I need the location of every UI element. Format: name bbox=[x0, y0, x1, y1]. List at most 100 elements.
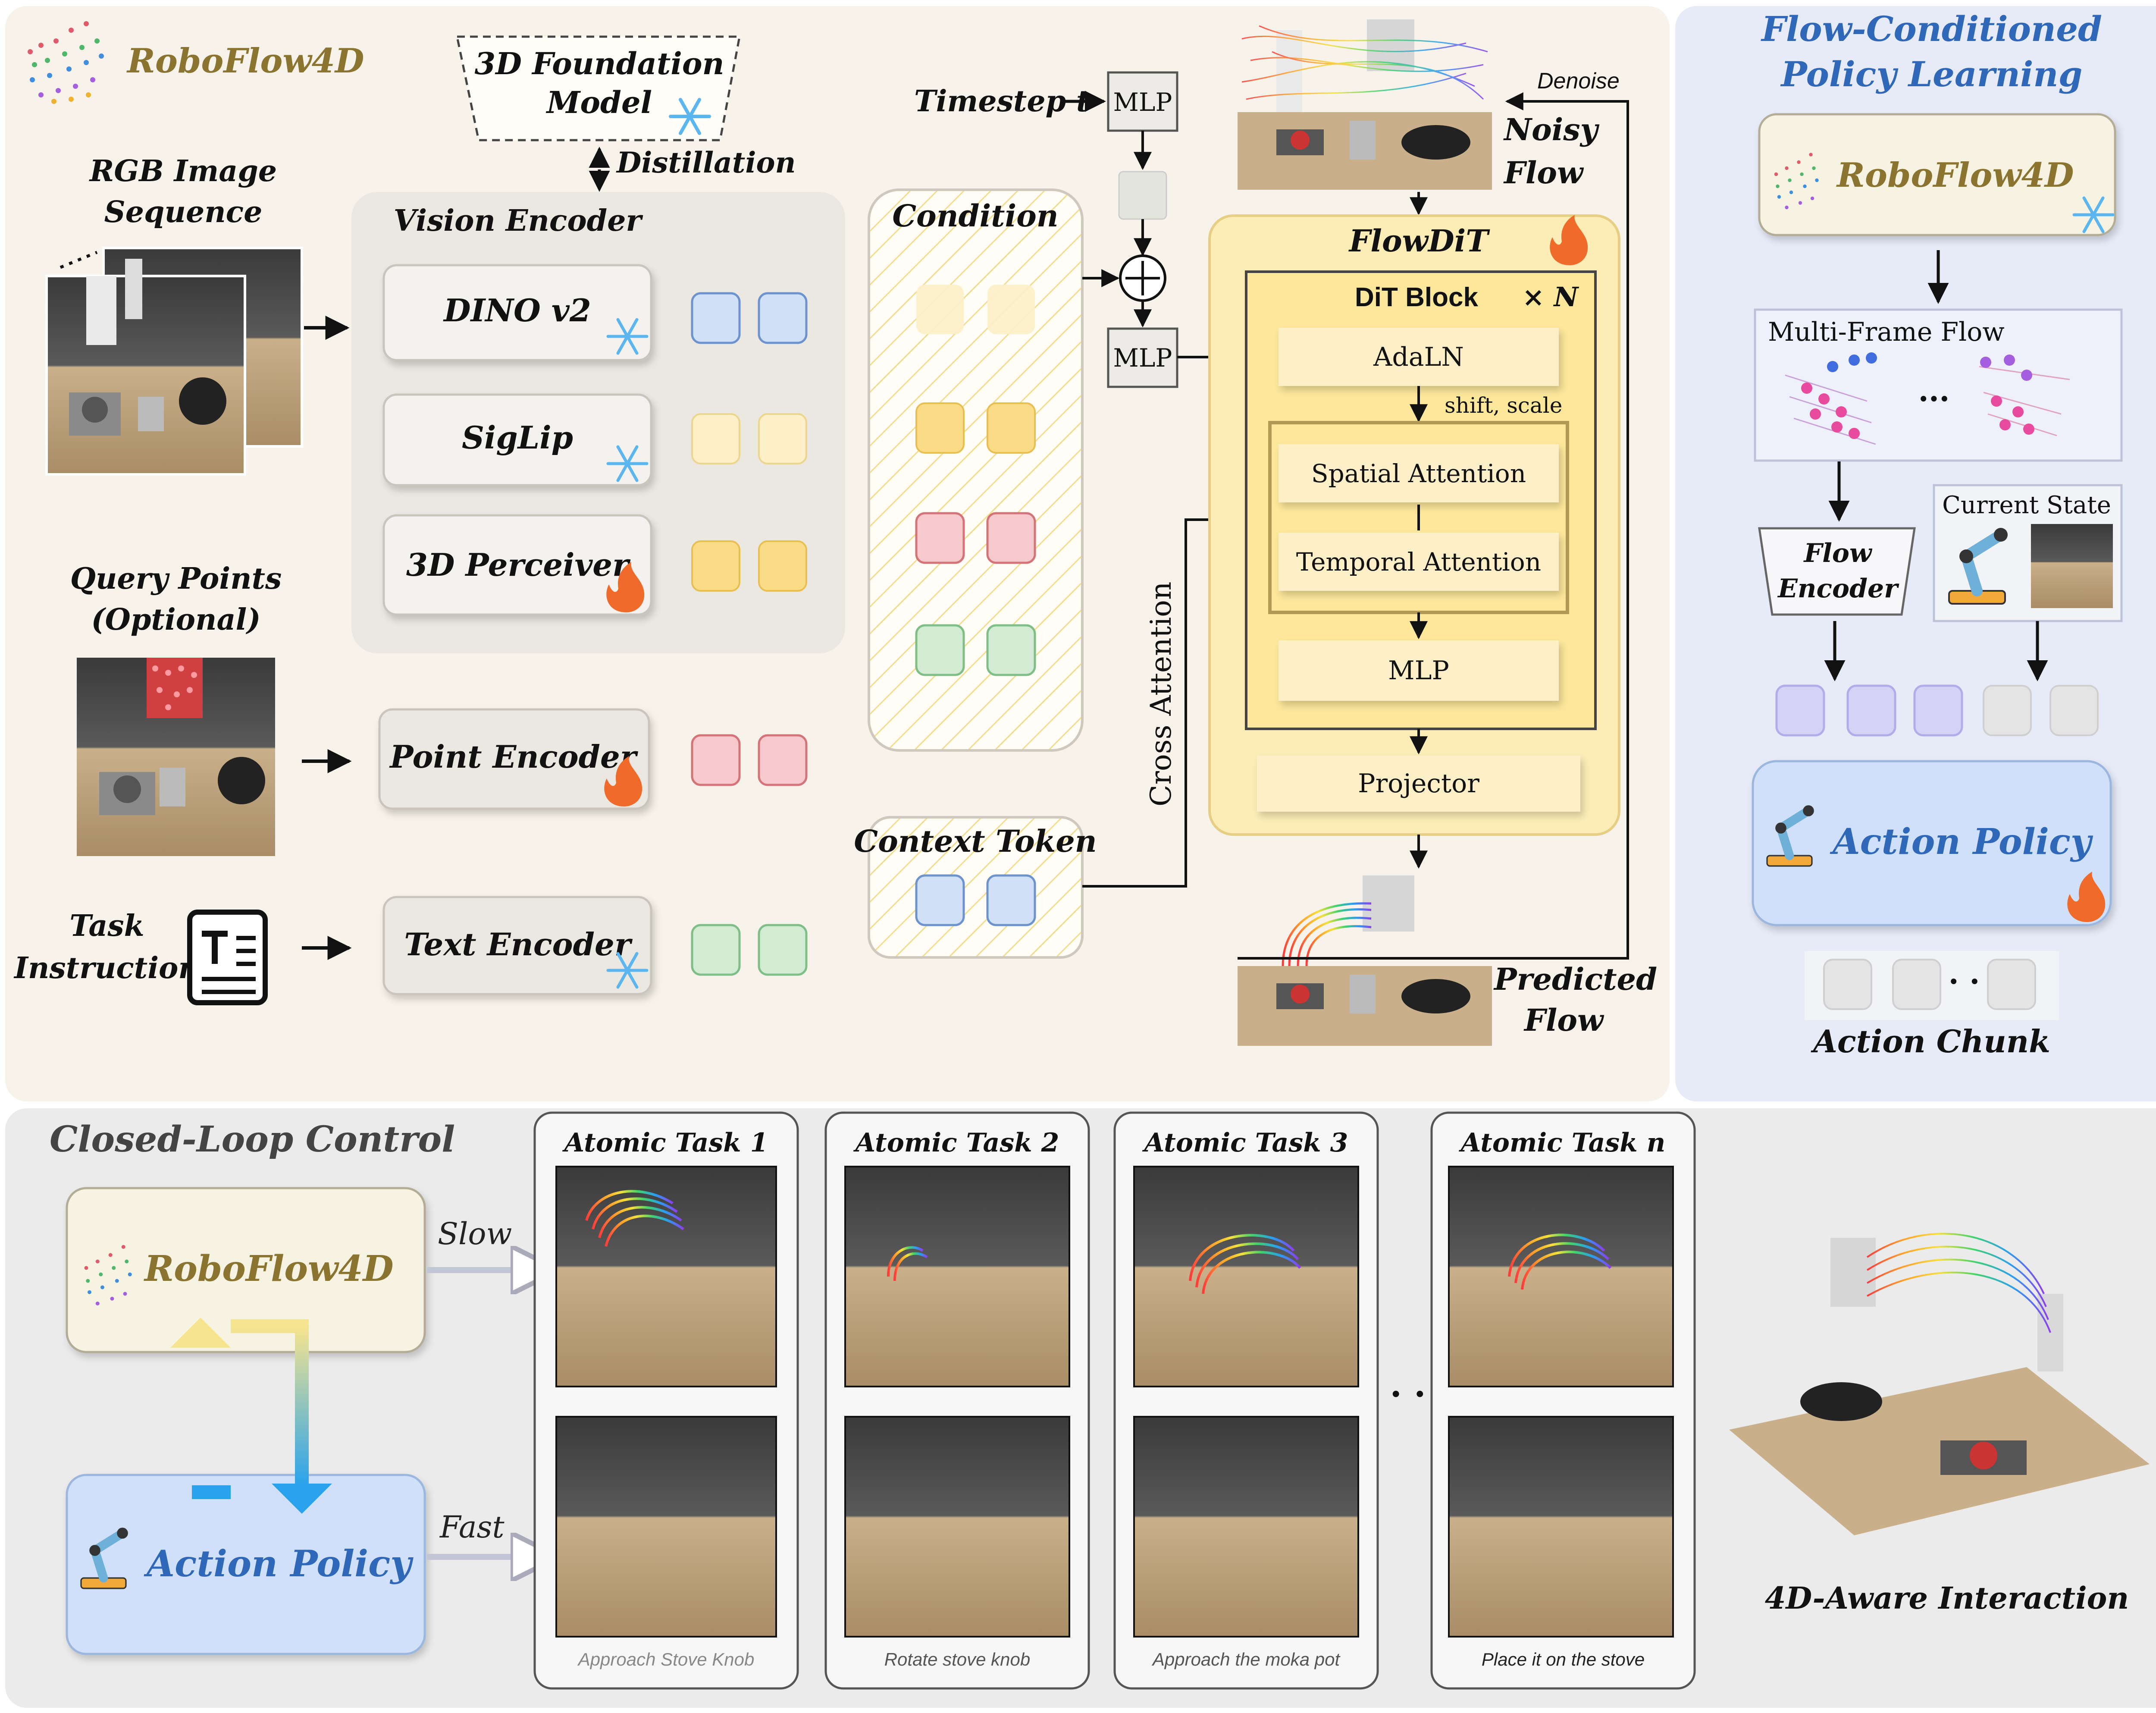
condition-tokens bbox=[915, 285, 1036, 676]
query-label-line2: (Optional) bbox=[91, 602, 260, 637]
spatial-attention-label: Spatial Attention bbox=[1311, 459, 1526, 488]
action-chunk-tokens bbox=[1823, 959, 2036, 1010]
point-tokens bbox=[691, 734, 808, 786]
policy-panel-title-line1: Flow-Conditioned bbox=[1761, 9, 2102, 49]
dit-mlp-box bbox=[1279, 640, 1559, 701]
roboflow4d-logo-icon bbox=[1774, 153, 1819, 210]
task-label-line2: Instruction bbox=[13, 951, 200, 985]
noisy-flow-line2: Flow bbox=[1503, 155, 1584, 191]
predicted-flow-line2: Flow bbox=[1523, 1002, 1604, 1038]
temporal-attention-box bbox=[1279, 533, 1559, 591]
timestep-label: Timestep t bbox=[914, 84, 1090, 119]
atomic-task-title-3: Atomic Task 3 bbox=[1142, 1128, 1348, 1158]
frozen-snowflake-icon bbox=[606, 318, 649, 355]
current-state-image bbox=[2031, 524, 2113, 608]
condition-group bbox=[868, 188, 1084, 752]
atomic-task-1-slow-frame bbox=[555, 1166, 777, 1387]
noisy-flow-line1: Noisy bbox=[1503, 112, 1600, 147]
foundation-model-line2: Model bbox=[546, 85, 652, 120]
policy-input-tokens bbox=[1775, 684, 2099, 737]
atomic-task-caption-n: Place it on the stove bbox=[1482, 1649, 1645, 1669]
policy-roboflow-label: RoboFlow4D bbox=[1836, 156, 2074, 195]
atomic-task-n-fast-frame bbox=[1448, 1416, 1674, 1638]
rgb-image-sequence bbox=[45, 247, 303, 476]
dino-tokens bbox=[691, 292, 808, 344]
policy-action-policy-label: Action Policy bbox=[1830, 821, 2093, 863]
text-tokens bbox=[691, 924, 808, 976]
dit-block-repeat: × N bbox=[1522, 281, 1579, 313]
robot-arm-icon bbox=[1766, 805, 1814, 867]
atomic-task-card-1: Atomic Task 1 Approach Stove Knob bbox=[533, 1111, 799, 1690]
policy-panel-title-line2: Policy Learning bbox=[1780, 54, 2083, 94]
adaln-box bbox=[1279, 328, 1559, 386]
predicted-flow-image bbox=[1238, 875, 1492, 1046]
robot-arm-icon bbox=[1948, 528, 2008, 605]
4d-aware-interaction-render bbox=[1729, 1233, 2150, 1535]
predicted-flow-line1: Predicted bbox=[1493, 961, 1657, 997]
siglip-module: SigLip bbox=[382, 393, 652, 486]
action-chunk-dots: · · bbox=[1948, 963, 1980, 999]
shift-scale-label: shift, scale bbox=[1445, 393, 1562, 418]
flow-encoder-box bbox=[1758, 527, 1916, 616]
trainable-flame-icon bbox=[606, 562, 645, 612]
multi-frame-flow-points-right bbox=[1979, 355, 2070, 436]
atomic-task-3-fast-frame bbox=[1133, 1416, 1359, 1638]
3d-perceiver-module: 3D Perceiver bbox=[382, 514, 652, 616]
temporal-attention-label: Temporal Attention bbox=[1296, 547, 1541, 577]
multi-frame-flow-label: Multi-Frame Flow bbox=[1768, 317, 2005, 347]
query-points-image bbox=[77, 658, 275, 856]
atomic-task-card-3: Atomic Task 3 Approach the moka pot bbox=[1113, 1111, 1379, 1690]
noisy-flow-image bbox=[1238, 19, 1492, 190]
rgb-label-line1: RGB Image bbox=[89, 154, 277, 188]
atomic-task-between-dots: · · bbox=[1390, 1374, 1426, 1414]
roboflow4d-logo-icon bbox=[28, 21, 104, 104]
siglip-label: SigLip bbox=[462, 419, 573, 456]
fast-label: Fast bbox=[439, 1509, 505, 1545]
perceiver-tokens bbox=[691, 540, 807, 592]
rgb-label-line2: Sequence bbox=[104, 195, 263, 229]
frozen-snowflake-icon bbox=[669, 98, 711, 135]
task-label-line1: Task bbox=[69, 909, 144, 943]
policy-action-policy-box bbox=[1752, 760, 2112, 926]
atomic-task-3-slow-frame bbox=[1133, 1166, 1359, 1387]
foundation-model-line1: 3D Foundation bbox=[475, 46, 724, 82]
denoise-loop-path bbox=[1492, 92, 1629, 960]
robot-arm-icon bbox=[80, 1528, 128, 1589]
add-operator-cross bbox=[1125, 261, 1160, 295]
timestep-mlp-label: MLP bbox=[1113, 88, 1172, 117]
loop-arrow-down-head bbox=[272, 1484, 332, 1514]
rgb-sequence-dots bbox=[60, 251, 98, 269]
vision-encoder-title: Vision Encoder bbox=[394, 204, 643, 238]
slow-label: Slow bbox=[438, 1216, 512, 1252]
atomic-task-title-n: Atomic Task n bbox=[1459, 1128, 1666, 1158]
closed-loop-title: Closed-Loop Control bbox=[50, 1119, 455, 1160]
point-encoder-module: Point Encoder bbox=[378, 708, 650, 810]
context-token-title: Context Token bbox=[854, 823, 1097, 859]
text-document-icon bbox=[187, 910, 268, 1005]
projector-label: Projector bbox=[1358, 769, 1479, 799]
atomic-task-2-slow-frame bbox=[844, 1166, 1070, 1387]
closed-loop-action-policy-box bbox=[66, 1474, 426, 1655]
closed-loop-action-policy-label: Action Policy bbox=[144, 1542, 414, 1585]
frozen-snowflake-icon bbox=[2072, 196, 2115, 233]
atomic-task-caption-3: Approach the moka pot bbox=[1151, 1649, 1341, 1669]
dit-block-title: DiT Block bbox=[1355, 282, 1478, 312]
atomic-task-title-1: Atomic Task 1 bbox=[562, 1128, 768, 1158]
4d-aware-interaction-label: 4D-Aware Interaction bbox=[1765, 1580, 2129, 1616]
atomic-task-card-n: Atomic Task n Place it on the stove bbox=[1430, 1111, 1696, 1690]
roboflow4d-logo-icon bbox=[84, 1245, 132, 1305]
timestep-embedding bbox=[1118, 171, 1167, 220]
text-encoder-label: Text Encoder bbox=[404, 926, 633, 963]
point-encoder-label: Point Encoder bbox=[389, 738, 638, 775]
condition-title: Condition bbox=[892, 198, 1058, 234]
fusion-mlp-label: MLP bbox=[1113, 343, 1172, 373]
atomic-task-2-fast-frame bbox=[844, 1416, 1070, 1638]
closed-loop-roboflow-label: RoboFlow4D bbox=[144, 1248, 394, 1289]
multi-frame-ellipsis: ... bbox=[1918, 373, 1949, 408]
action-chunk-label: Action Chunk bbox=[1811, 1023, 2050, 1060]
flow-encoder-line1: Flow bbox=[1803, 538, 1872, 568]
query-label-line1: Query Points bbox=[70, 562, 282, 596]
atomic-task-caption-2: Rotate stove knob bbox=[884, 1649, 1031, 1669]
policy-roboflow-box bbox=[1758, 113, 2116, 236]
